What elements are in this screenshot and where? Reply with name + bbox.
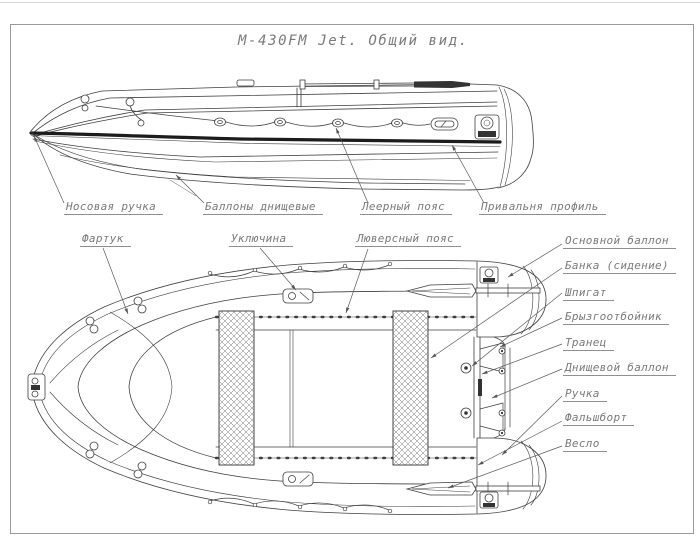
oarlock-bottom [282, 471, 314, 487]
leader-bottom-tube [491, 368, 563, 399]
callout-oarlock: Уключина [229, 232, 294, 248]
top-border-line [0, 2, 700, 3]
callout-bow-handle: Носовая ручка [64, 200, 163, 216]
leader-grommet-belt [345, 248, 369, 314]
leader-oar [447, 445, 563, 489]
leader-bottom-tubes [175, 174, 205, 204]
bow-handle-assembly [27, 373, 46, 401]
leader-main-tube [507, 243, 563, 278]
leader-oarlock [259, 247, 297, 291]
top-hull-outline [32, 260, 478, 515]
leader-seat [430, 267, 563, 359]
stern-oval-handle [430, 117, 459, 131]
oarlock-top [282, 288, 314, 304]
side-view-drawing [29, 79, 534, 191]
leader-bow-handle [33, 135, 65, 204]
brand-logo-icon [474, 114, 500, 140]
callout-main-tube: Основной баллон [563, 234, 676, 250]
stern-logo-badges [479, 266, 499, 509]
lifeline-rings [95, 105, 431, 128]
callout-bottom-tubes: Баллоны днищевые [203, 200, 323, 216]
oarlocks [282, 288, 314, 487]
leader-rub-strake [451, 144, 485, 204]
side-hull [29, 83, 534, 191]
leader-handle [501, 395, 563, 456]
scupper-holes [460, 347, 506, 437]
callout-lifeline-belt: Леерный пояс [360, 200, 453, 216]
callout-apron: Фартук [80, 232, 131, 248]
rub-strake-band [29, 131, 502, 144]
callout-bottom-tube: Днищевой баллон [563, 361, 676, 377]
callout-scupper: Шпигат [563, 286, 614, 302]
top-tube-handles [85, 296, 147, 479]
drawing-frame [10, 24, 694, 534]
top-view-drawing [27, 260, 547, 515]
leader-scupper [471, 292, 563, 367]
leader-transom [481, 343, 563, 375]
floor-and-grommet-belt [109, 311, 478, 464]
callout-spray-deflector: Брызгоотбойник [563, 310, 669, 326]
callout-seat: Банка (сидение) [563, 259, 676, 275]
side-deck-fittings [236, 79, 470, 108]
stowed-oar-blade [414, 81, 470, 88]
callout-rub-strake: Привальня профиль [479, 200, 606, 216]
callout-bulwark: Фальшборт [563, 411, 635, 427]
callout-oar: Весло [563, 437, 607, 453]
oars [405, 283, 541, 496]
side-bow-handles [80, 94, 145, 127]
apron-seam [109, 311, 173, 464]
callout-grommet-belt: Люверсный пояс [355, 232, 461, 248]
callout-transom: Транец [563, 336, 614, 352]
leader-spray-deflector [499, 317, 563, 348]
drawing-title: М-430FM Jet. Общий вид. [238, 33, 469, 49]
leader-bulwark [477, 420, 563, 466]
leader-apron [102, 247, 129, 315]
leader-lifeline-belt [335, 127, 369, 204]
seats [218, 310, 429, 466]
leader-lines [33, 127, 563, 489]
top-lifeline-ropes [49, 261, 393, 514]
callout-handle: Ручка [563, 387, 607, 403]
stern-tube-caps [476, 260, 547, 515]
